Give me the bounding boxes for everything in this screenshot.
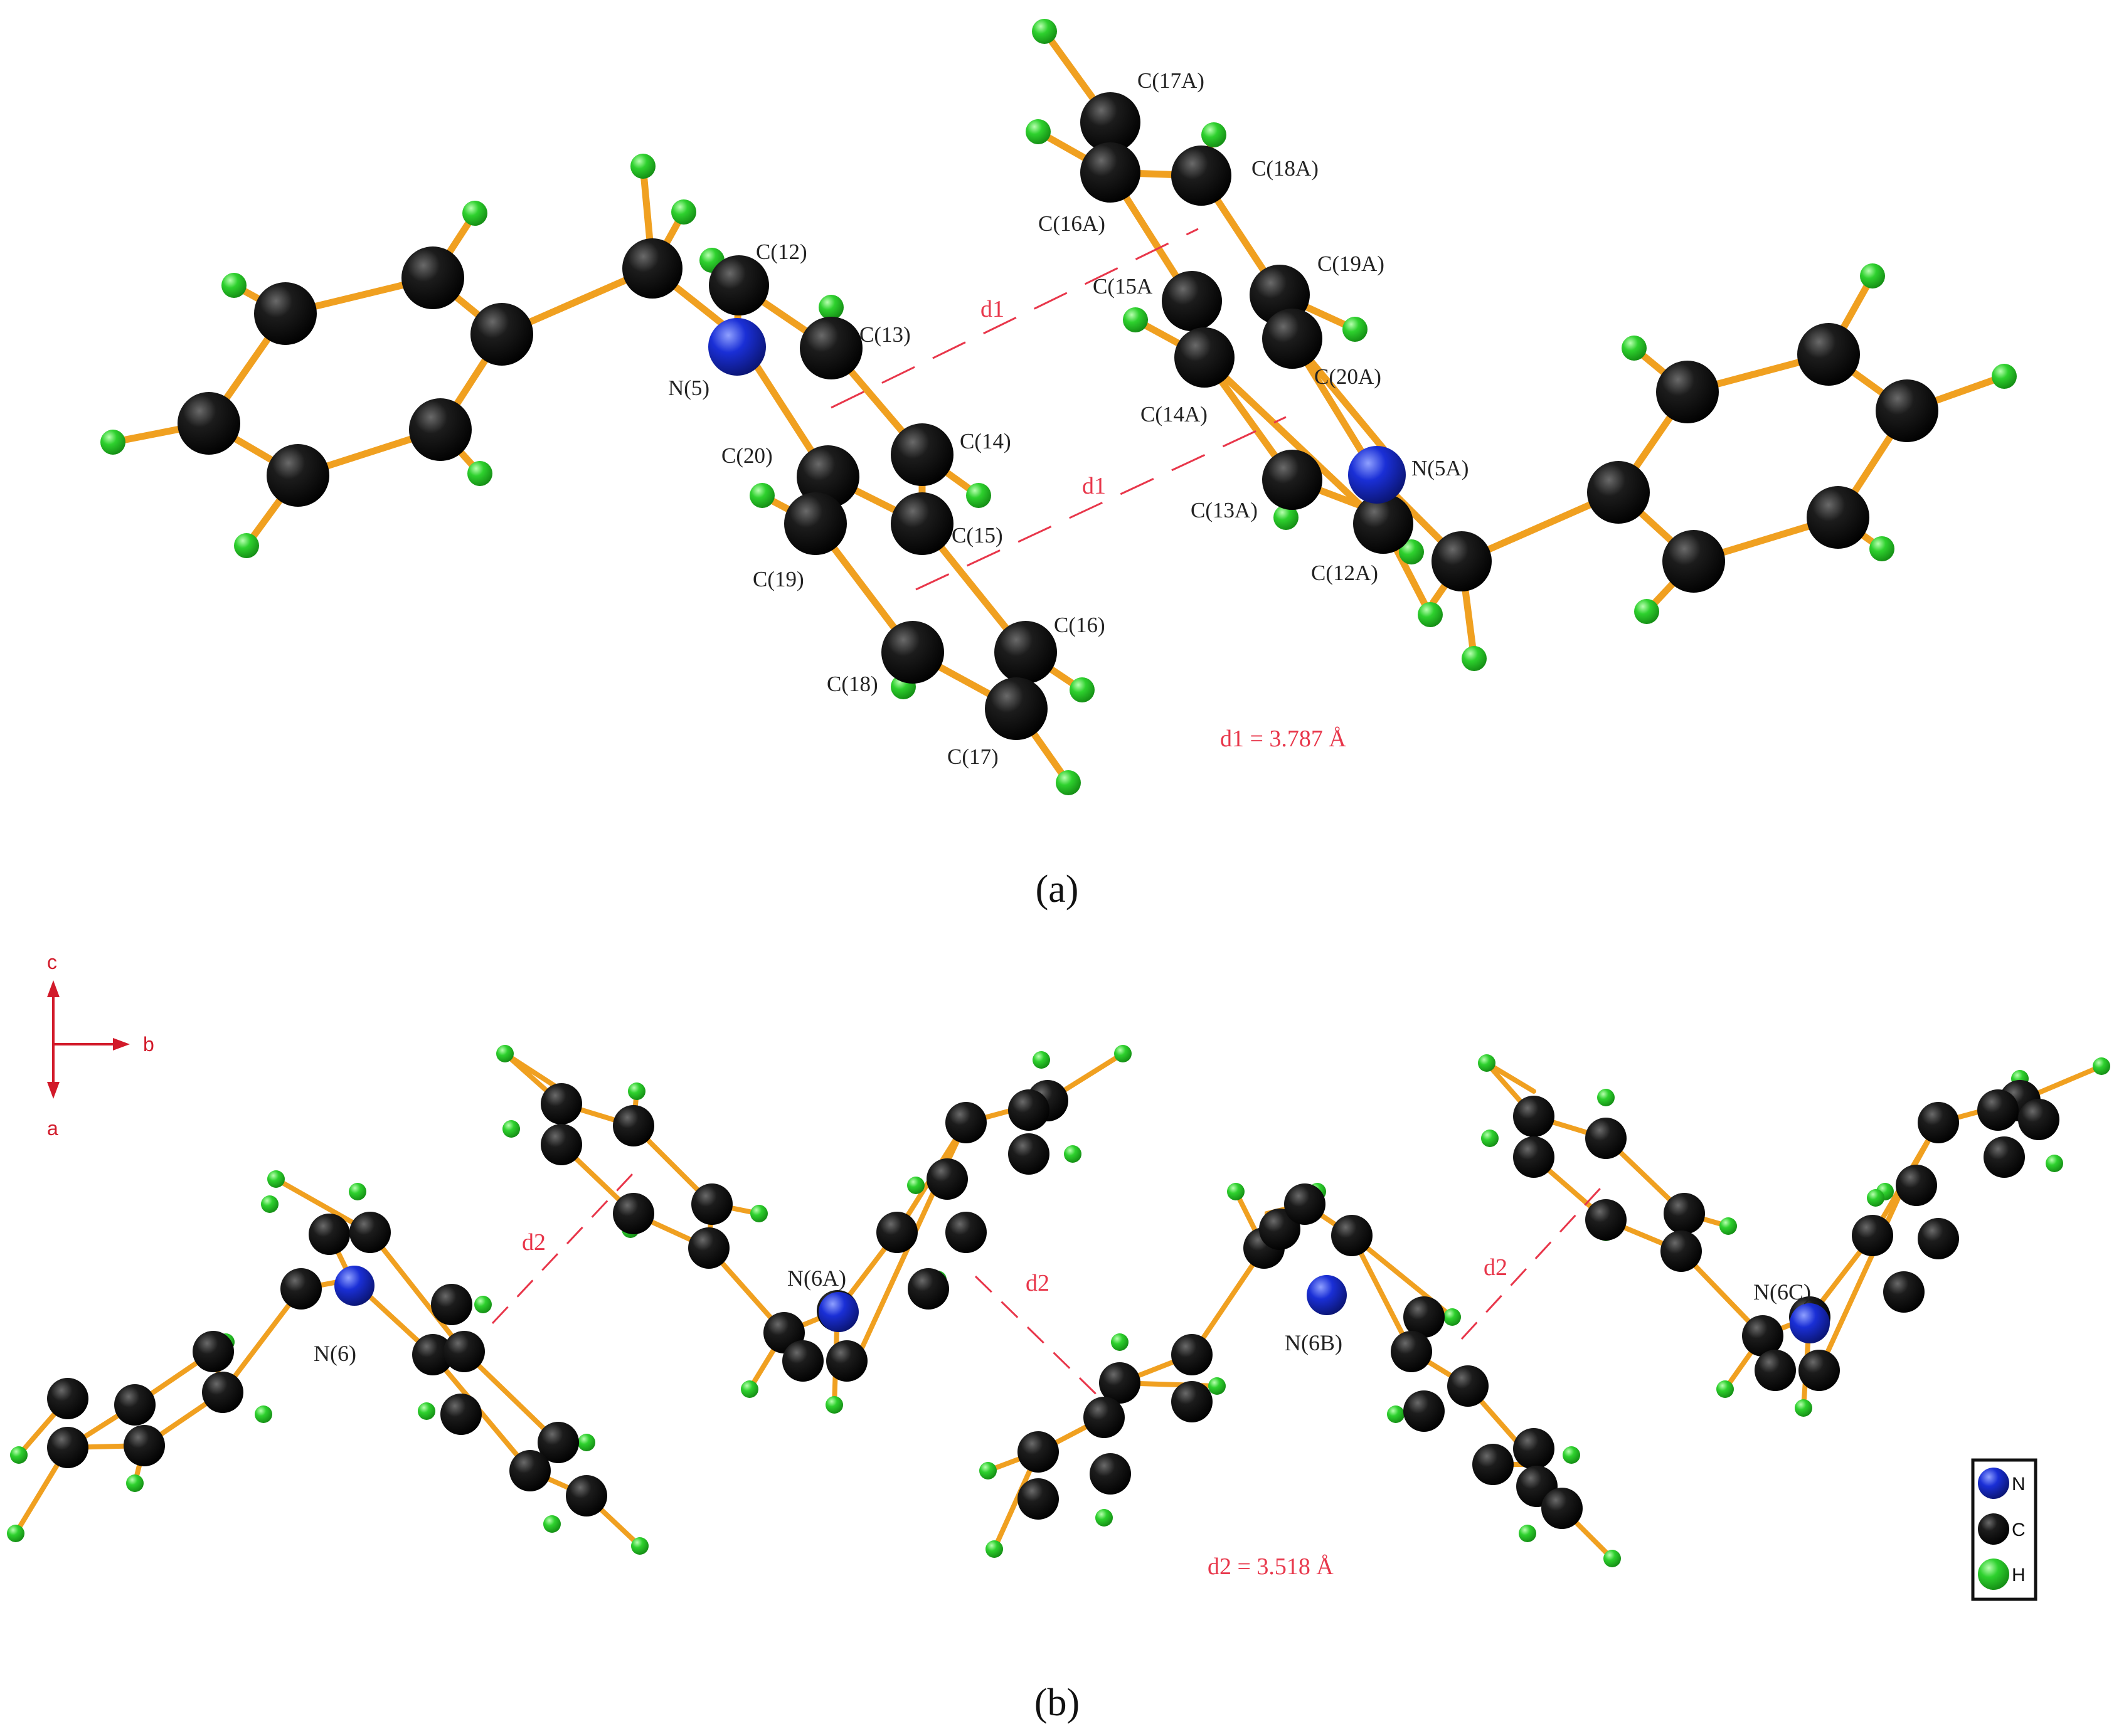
label-c19: C(19) xyxy=(753,567,804,591)
element-legend: N C H xyxy=(1971,1458,2037,1601)
label-c18a: C(18A) xyxy=(1251,156,1319,181)
atom-n6b xyxy=(1307,1275,1347,1315)
label-c16a: C(16A) xyxy=(1038,211,1105,236)
legend-h-label: H xyxy=(2012,1565,2026,1585)
label-c12a: C(12A) xyxy=(1311,561,1378,585)
panel-a-atom-labels: C(12) C(13) N(5) C(14) C(20) C(15) C(19)… xyxy=(668,68,1469,769)
legend-c-label: C xyxy=(2012,1520,2026,1540)
atom-n6 xyxy=(334,1266,374,1306)
panel-b: c b a xyxy=(7,951,2110,1724)
label-c14: C(14) xyxy=(960,429,1011,453)
label-n6b: N(6B) xyxy=(1285,1330,1342,1355)
label-c17: C(17) xyxy=(947,744,999,769)
atom-n6a xyxy=(819,1292,859,1332)
legend-c-swatch xyxy=(1978,1513,2009,1545)
label-c16: C(16) xyxy=(1054,613,1105,637)
axis-label-b: b xyxy=(143,1033,154,1056)
d1-label-upper: d1 xyxy=(980,296,1004,322)
panel-a-bonds xyxy=(109,28,2008,786)
panel-b-atom-labels: N(6) N(6A) N(6B) N(6C) xyxy=(314,1266,1811,1366)
legend-h-swatch xyxy=(1978,1559,2009,1590)
label-c18: C(18) xyxy=(827,672,878,696)
d2-label-left: d2 xyxy=(522,1229,546,1256)
label-n5: N(5) xyxy=(668,376,709,400)
label-c20a: C(20A) xyxy=(1314,364,1381,389)
d2-value-note: d2 = 3.518 Å xyxy=(1208,1553,1334,1580)
panel-b-nitrogens xyxy=(334,1266,1830,1343)
panel-b-contacts xyxy=(491,1172,1607,1409)
panel-a: C(12) C(13) N(5) C(14) C(20) C(15) C(19)… xyxy=(100,19,2017,911)
legend-n-swatch xyxy=(1978,1468,2009,1499)
label-c13: C(13) xyxy=(859,322,911,347)
label-n6: N(6) xyxy=(314,1341,356,1366)
panel-a-hydrogens xyxy=(100,19,2017,795)
axis-labels: c b a xyxy=(47,951,154,1140)
atom-n5a xyxy=(1348,446,1406,504)
label-c15: C(15) xyxy=(952,523,1003,548)
panel-b-bonds xyxy=(13,1051,2104,1561)
caption-a: (a) xyxy=(1036,868,1079,911)
d2-label-middle: d2 xyxy=(1026,1270,1049,1296)
label-c19a: C(19A) xyxy=(1317,251,1384,276)
label-c14a: C(14A) xyxy=(1140,402,1208,426)
panel-a-carbons xyxy=(178,92,1938,740)
legend-n-label: N xyxy=(2012,1474,2026,1495)
axis-label-a: a xyxy=(47,1117,58,1140)
panel-a-nitrogens xyxy=(708,318,1406,504)
label-c20: C(20) xyxy=(721,443,773,468)
label-c17a: C(17A) xyxy=(1137,68,1204,93)
label-n5a: N(5A) xyxy=(1411,456,1469,480)
axis-label-c: c xyxy=(47,951,57,973)
label-c12: C(12) xyxy=(756,240,807,264)
caption-b: (b) xyxy=(1034,1681,1080,1724)
label-n6a: N(6A) xyxy=(787,1266,846,1291)
d2-label-right: d2 xyxy=(1484,1254,1507,1281)
label-n6c: N(6C) xyxy=(1753,1279,1811,1305)
d1-value-note: d1 = 3.787 Å xyxy=(1220,726,1346,752)
panel-a-contacts xyxy=(831,228,1287,591)
label-c15a: C(15A xyxy=(1093,274,1153,299)
atom-n6c xyxy=(1790,1303,1830,1343)
label-c13a: C(13A) xyxy=(1191,498,1258,522)
axis-indicator xyxy=(47,980,130,1099)
panel-a-distance-labels: d1 d1 d1 = 3.787 Å xyxy=(980,296,1346,752)
d1-label-lower: d1 xyxy=(1082,473,1106,499)
atom-n5 xyxy=(708,318,766,376)
panel-b-distance-labels: d2 d2 d2 d2 = 3.518 Å xyxy=(522,1229,1507,1580)
